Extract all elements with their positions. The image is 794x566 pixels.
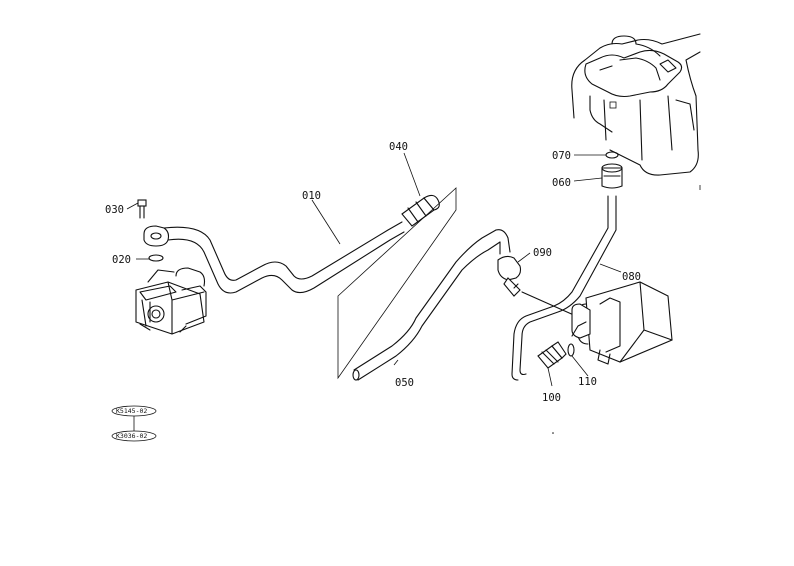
callout-010: 010 [302, 190, 321, 202]
speck [552, 432, 554, 434]
hose-050 [352, 229, 511, 381]
o-ring-070 [605, 151, 619, 159]
pipe-flange [143, 225, 170, 262]
callout-080: 080 [622, 271, 641, 283]
o-ring-020 [148, 254, 164, 262]
stamp-code-2: K3036-02 [116, 432, 147, 440]
hose-050-plane [337, 187, 457, 380]
leader-lines [126, 152, 622, 387]
hydraulic-pump [135, 267, 207, 335]
pipe-080 [511, 195, 617, 381]
callout-labels: 010 020 030 040 050 060 070 080 090 100 … [105, 141, 641, 404]
callout-030: 030 [105, 204, 124, 216]
o-ring-110 [567, 343, 575, 357]
fitting-060 [601, 163, 623, 189]
fitting-100 [537, 341, 567, 369]
reference-stamps: K5145-02 K3036-02 [111, 405, 157, 442]
stamp-code-1: K5145-02 [116, 407, 147, 415]
bolt-030 [137, 199, 147, 219]
pipe-010 [163, 221, 405, 294]
callout-100: 100 [542, 392, 561, 404]
valve-assembly [571, 281, 673, 365]
callout-050: 050 [395, 377, 414, 389]
engine-block [571, 33, 701, 190]
connector-040 [401, 194, 440, 227]
callout-110: 110 [578, 376, 597, 388]
callout-090: 090 [533, 247, 552, 259]
callout-070: 070 [552, 150, 571, 162]
elbow-090 [497, 255, 522, 297]
callout-040: 040 [389, 141, 408, 153]
callout-060: 060 [552, 177, 571, 189]
callout-020: 020 [112, 254, 131, 266]
